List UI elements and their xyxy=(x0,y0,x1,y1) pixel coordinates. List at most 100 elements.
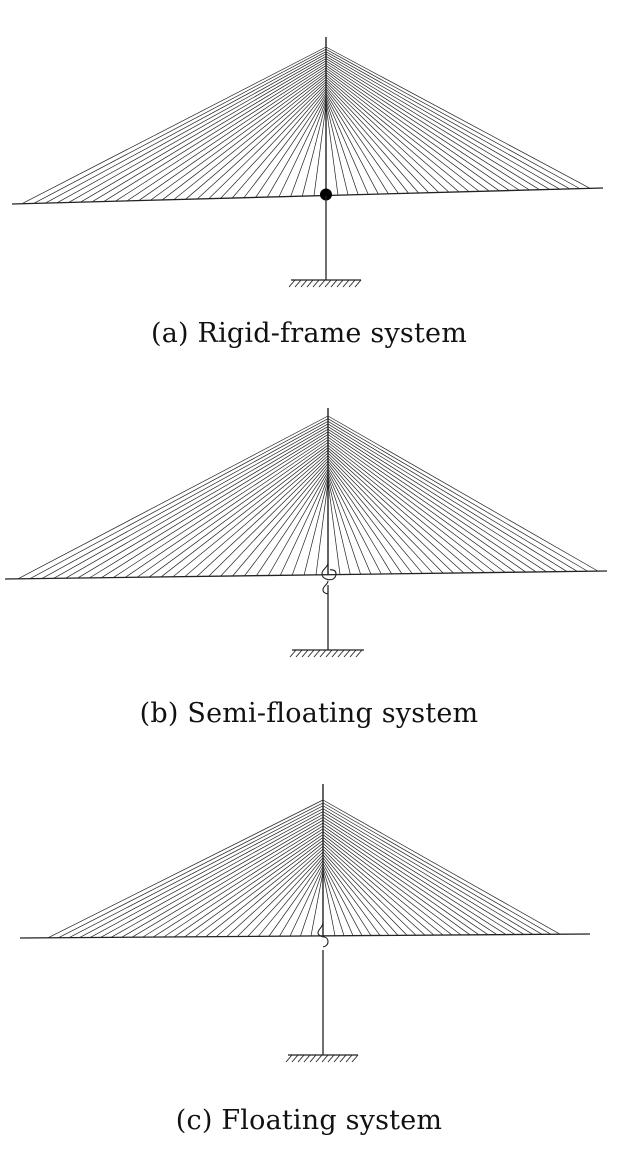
stay-cable-left xyxy=(89,811,324,938)
ground-hatch xyxy=(324,279,332,288)
stay-cable-right xyxy=(322,811,525,935)
stay-cable-right xyxy=(322,840,435,936)
stay-cable-right xyxy=(327,476,361,575)
stay-cable-left xyxy=(205,842,324,937)
stay-cable-right xyxy=(325,83,429,193)
stay-cable-right xyxy=(322,863,363,936)
deck-girder xyxy=(4,570,608,580)
semi-floating-bearing xyxy=(321,562,337,581)
stay-cable-left xyxy=(160,447,329,578)
deck-girder xyxy=(19,933,591,939)
stay-cable-right xyxy=(327,479,351,575)
stay-cable-left xyxy=(184,837,324,938)
ground-hatch xyxy=(297,1054,305,1063)
stay-cable-right xyxy=(327,436,516,573)
stay-cable-left xyxy=(208,457,329,577)
ground-hatch xyxy=(351,1054,359,1063)
stay-cable-right xyxy=(322,831,462,936)
ground-hatch xyxy=(289,649,297,658)
stay-cable-left xyxy=(79,808,324,938)
floating-connection xyxy=(317,921,329,948)
stay-cable-right xyxy=(322,834,453,936)
stay-cable-left xyxy=(268,471,329,576)
stay-cable-left xyxy=(289,866,324,937)
stay-cable-left xyxy=(172,450,329,578)
stay-cable-right xyxy=(322,851,399,936)
stay-cable-right xyxy=(325,67,500,192)
stay-cable-left xyxy=(126,67,327,202)
stay-cable-left xyxy=(268,860,324,937)
stay-cable-left xyxy=(142,825,324,938)
stay-cable-left xyxy=(148,444,329,578)
stay-cable-right xyxy=(322,802,552,935)
stay-cable-left xyxy=(136,442,329,578)
stay-cable-right xyxy=(325,55,550,190)
stay-cable-right xyxy=(327,423,568,572)
stay-cable-right xyxy=(325,86,419,194)
bridge-diagram-rigid-frame xyxy=(11,37,604,288)
stay-cable-right xyxy=(327,460,423,574)
stay-cable-left xyxy=(301,102,327,197)
stay-cable-right xyxy=(325,76,460,193)
stay-cable-left xyxy=(131,822,324,938)
ground-hatch xyxy=(294,279,302,288)
stay-cable-right xyxy=(325,104,339,196)
ground-hatch xyxy=(354,279,362,288)
stay-cable-right xyxy=(325,62,520,191)
stay-cable-left xyxy=(290,100,327,197)
ground-hatch xyxy=(306,279,314,288)
stay-cable-right xyxy=(327,473,372,575)
stay-cable-right xyxy=(327,481,341,575)
ground-hatch xyxy=(301,649,309,658)
stay-cable-left xyxy=(110,816,324,938)
ground-hatch xyxy=(291,1054,299,1063)
stay-cable-left xyxy=(195,840,324,938)
stay-cable-right xyxy=(327,463,413,574)
stay-cable-left xyxy=(174,834,324,938)
stay-cable-left xyxy=(65,426,329,579)
ground-hatch xyxy=(325,649,333,658)
ground-hatch xyxy=(312,279,320,288)
stay-cable-left xyxy=(41,420,329,579)
ground-hatch xyxy=(336,279,344,288)
stay-cable-right xyxy=(325,100,359,195)
stay-cable-right xyxy=(325,74,470,192)
stay-cable-left xyxy=(231,88,327,199)
ground-hatch xyxy=(318,279,326,288)
ground-hatch xyxy=(309,1054,317,1063)
stay-cable-left xyxy=(33,49,327,204)
ground-hatch xyxy=(321,1054,329,1063)
stay-cable-right xyxy=(325,72,480,192)
stay-cable-left xyxy=(17,415,329,580)
stay-cable-right xyxy=(327,447,475,574)
stay-cable-right xyxy=(322,814,516,935)
stay-cable-left xyxy=(300,869,324,937)
ground-hatch xyxy=(288,279,296,288)
deck-girder xyxy=(11,187,604,205)
ground-hatch xyxy=(330,279,338,288)
ground-hatch xyxy=(319,649,327,658)
stay-cable-left xyxy=(220,86,327,199)
stay-cable-right xyxy=(322,822,489,936)
stay-cable-right xyxy=(322,828,471,936)
stay-cable-left xyxy=(163,831,324,938)
stay-cable-right xyxy=(325,81,440,193)
stay-cable-left xyxy=(247,854,324,937)
stay-cable-right xyxy=(322,866,354,936)
ground-hatch xyxy=(342,279,350,288)
stay-cable-right xyxy=(325,102,349,195)
stay-cable-right xyxy=(327,428,547,573)
stay-cable-right xyxy=(325,53,560,190)
stay-cable-right xyxy=(327,458,434,574)
stay-cable-left xyxy=(279,863,324,937)
stay-cable-left xyxy=(313,104,327,196)
stay-cable-right xyxy=(327,471,382,575)
stay-cable-left xyxy=(80,58,327,203)
stay-cable-right xyxy=(327,452,454,574)
bridge-diagram-semi-floating xyxy=(4,408,608,658)
caption-rigid-frame: (a) Rigid-frame system xyxy=(151,318,467,349)
stay-cable-left xyxy=(303,479,329,576)
stay-cable-left xyxy=(226,848,324,937)
stay-cable-left xyxy=(258,857,324,937)
stay-cable-right xyxy=(327,465,403,574)
